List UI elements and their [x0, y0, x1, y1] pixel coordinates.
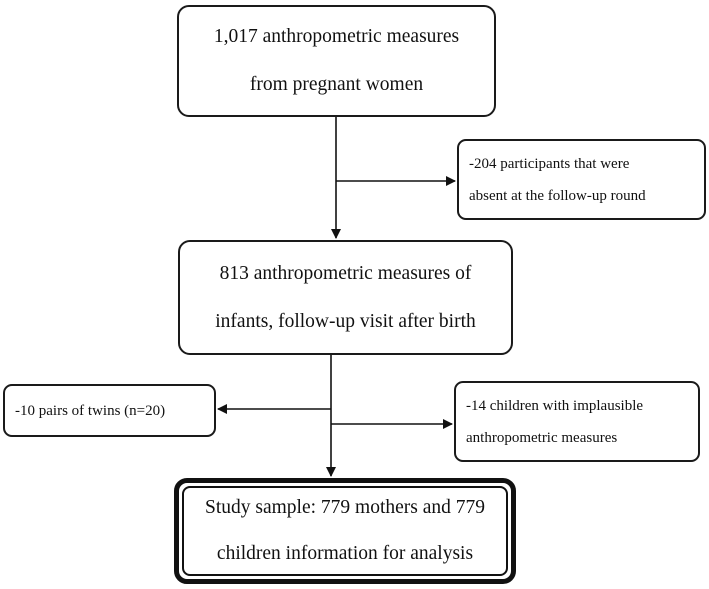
- exclusion-absent-line-2: absent at the follow-up round: [469, 187, 646, 204]
- exclusion-implausible-box: -14 children with implausible anthropome…: [454, 381, 700, 462]
- final-box-line-1: Study sample: 779 mothers and 779: [204, 497, 486, 518]
- start-box-line-1: 1,017 anthropometric measures: [213, 26, 460, 47]
- final-sample-box: Study sample: 779 mothers and 779 childr…: [174, 478, 516, 584]
- exclusion-twins-box: -10 pairs of twins (n=20): [3, 384, 216, 437]
- final-box-line-2: children information for analysis: [216, 543, 474, 564]
- middle-box-line-2: infants, follow-up visit after birth: [215, 310, 476, 332]
- exclusion-implausible-line-1: -14 children with implausible: [466, 397, 644, 414]
- start-box-line-2: from pregnant women: [249, 74, 424, 95]
- start-box: 1,017 anthropometric measures from pregn…: [177, 5, 496, 117]
- exclusion-implausible-line-2: anthropometric measures: [466, 429, 618, 446]
- exclusion-absent-line-1: -204 participants that were: [469, 155, 630, 172]
- exclusion-twins-line-1: -10 pairs of twins (n=20): [15, 402, 166, 419]
- final-box-outer-border: [174, 478, 516, 584]
- middle-box: 813 anthropometric measures of infants, …: [178, 240, 513, 355]
- exclusion-absent-box: -204 participants that were absent at th…: [457, 139, 706, 220]
- final-box-inner: Study sample: 779 mothers and 779 childr…: [182, 486, 508, 576]
- middle-box-line-1: 813 anthropometric measures of: [219, 262, 472, 284]
